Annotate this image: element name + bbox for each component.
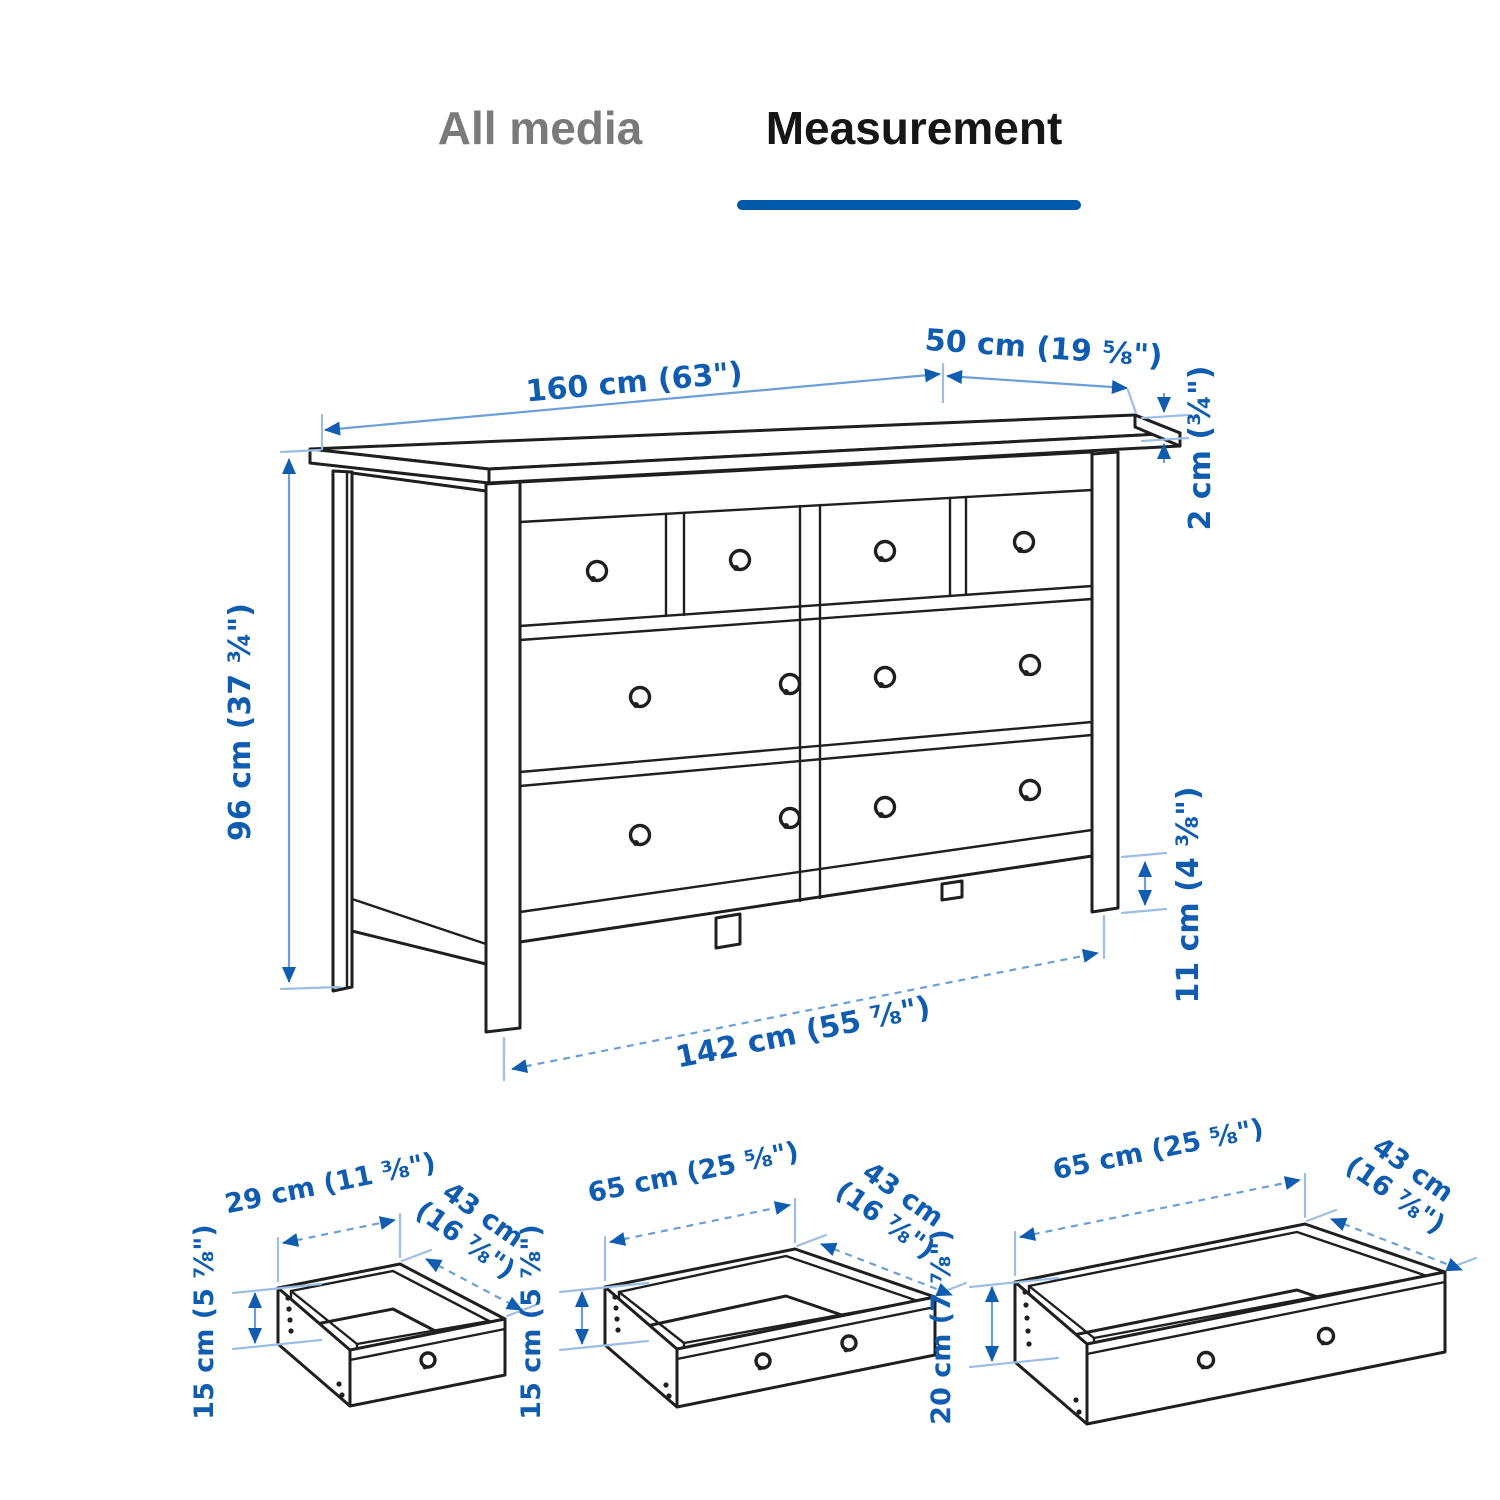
tab-all-media[interactable]: All media [437,102,643,154]
drawer-small-drawing [276,1262,507,1408]
dim-height-label: 96 cm (37 ¾") [223,603,258,841]
drawer-small-height-label: 15 cm (5 ⅞") [189,1224,220,1419]
drawer-large-height-label: 20 cm (7 ⅞") [926,1229,957,1424]
drawer-large-width-label: 65 cm (25 ⅝") [1050,1113,1266,1186]
dim-depth-label: 50 cm (19 ⅝") [924,323,1164,375]
dresser-line-drawing [308,413,1182,1034]
drawer-small-width-label: 29 cm (11 ⅜") [222,1147,438,1220]
active-tab-underline [737,200,1081,210]
dim-top-thickness-label: 2 cm (¾") [1183,366,1218,531]
drawer-large-drawing [1013,1222,1447,1426]
dresser-knobs [585,530,1042,847]
dim-drawer-span-label: 142 cm (55 ⅞") [673,990,934,1076]
media-tabbar: All media Measurement [0,0,1500,230]
drawer-medium-height-label: 15 cm (5 ⅞") [516,1224,547,1419]
drawer-medium-width-label: 65 cm (25 ⅝") [585,1136,801,1209]
dim-clearance-label: 11 cm (4 ⅜") [1171,786,1206,1003]
tab-measurement[interactable]: Measurement [765,102,1063,154]
drawer-medium-drawing [603,1247,937,1409]
